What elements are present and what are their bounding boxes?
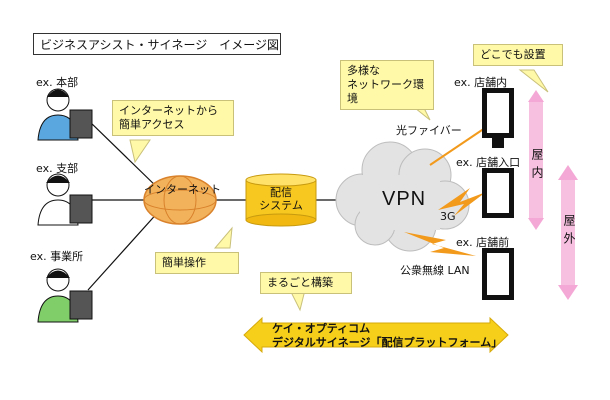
distribution-system-cylinder-icon: [245, 173, 317, 227]
store-front-label: ex. 店舗前: [456, 236, 510, 249]
callout-tail-anywhere: [518, 69, 549, 93]
network-callout-line2: ネットワーク環境: [347, 78, 424, 105]
system-label-line1: 配信: [270, 186, 292, 199]
internet-callout-line1: インターネットから: [119, 104, 218, 117]
vpn-cloud-icon: [335, 141, 470, 252]
internet-label: インターネット: [144, 183, 221, 196]
link-office-internet: [87, 209, 161, 291]
internet-callout: インターネットから 簡単アクセス: [112, 100, 234, 136]
fiber-label: 光ファイバー: [396, 124, 462, 137]
inside-store-label: ex. 店舗内: [454, 76, 508, 89]
outdoor-label: 屋外: [562, 214, 576, 250]
system-label-line2: システム: [259, 199, 303, 212]
indoor-arrow-icon: [528, 90, 544, 230]
location-hq-label: ex. 本部: [36, 76, 79, 89]
location-office-label: ex. 事業所: [30, 250, 84, 263]
link-hq-internet: [87, 119, 161, 191]
system-label: 配信 システム: [255, 186, 307, 212]
wlan-label: 公衆無線 LAN: [400, 264, 470, 277]
diagram-title: ビジネスアシスト・サイネージ イメージ図: [33, 33, 281, 55]
signage-screen-inside-icon: [482, 88, 514, 148]
signage-screen-entrance-icon: [482, 168, 514, 218]
person-branch-icon: [37, 173, 93, 226]
system-callout: 簡単操作: [155, 252, 239, 274]
anywhere-callout: どこでも設置: [473, 44, 563, 66]
store-entrance-label: ex. 店舗入口: [456, 156, 521, 169]
internet-globe-icon: [143, 175, 217, 225]
platform-line2: デジタルサイネージ「配信プラットフォーム」: [272, 336, 503, 349]
wlan-lightning-icon: [404, 232, 476, 256]
platform-banner-text: ケイ・オプティコム デジタルサイネージ「配信プラットフォーム」: [272, 322, 502, 350]
network-callout: 多様な ネットワーク環境: [340, 60, 434, 110]
location-branch-label: ex. 支部: [36, 162, 79, 175]
person-office-icon: [37, 268, 93, 323]
network-callout-line1: 多様な: [347, 64, 380, 77]
platform-banner-arrow: [243, 316, 509, 354]
callout-tail-system: [213, 226, 233, 249]
fiber-link: [429, 127, 486, 166]
vpn-label: VPN: [382, 188, 427, 210]
outdoor-arrow-icon: [558, 165, 578, 300]
indoor-label: 屋内: [530, 148, 544, 184]
signage-screen-front-icon: [482, 248, 514, 300]
3g-lightning-icon: [438, 188, 486, 216]
3g-label: 3G: [440, 210, 456, 223]
platform-line1: ケイ・オプティコム: [272, 322, 371, 335]
platform-callout: まるごと構築: [260, 272, 352, 294]
internet-callout-line2: 簡単アクセス: [119, 118, 185, 131]
callout-tail-internet: [129, 139, 151, 164]
person-hq-icon: [37, 88, 93, 141]
